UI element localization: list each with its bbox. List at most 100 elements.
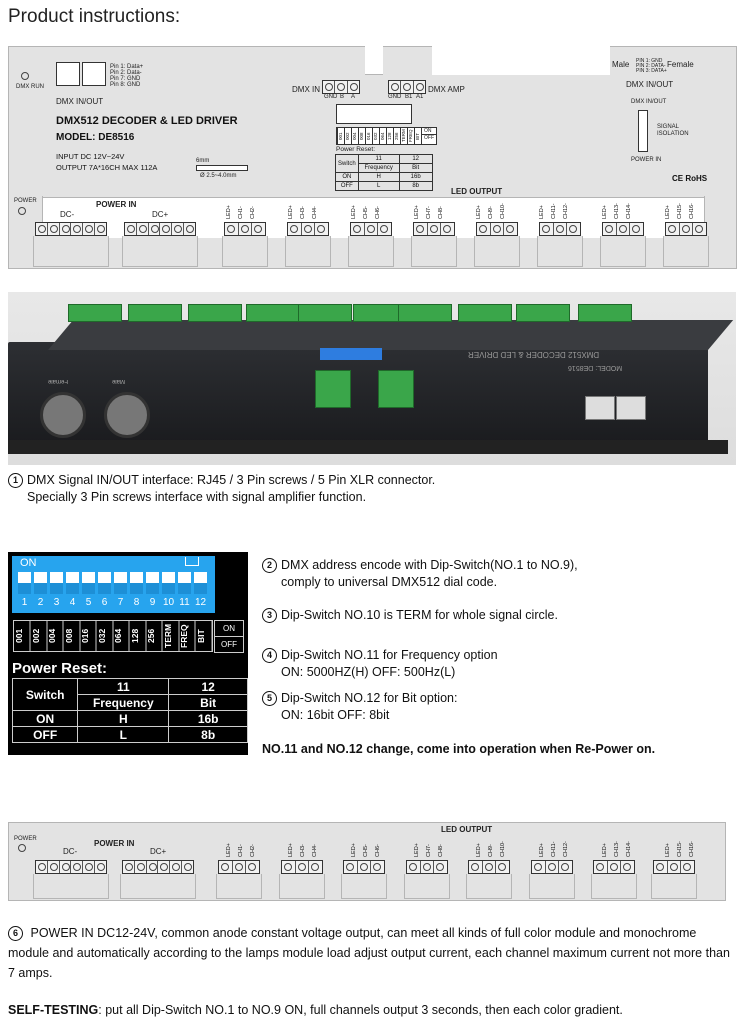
pin-label: B1 (405, 94, 413, 100)
terminal-block (287, 222, 329, 236)
note-number: 3 (262, 608, 277, 623)
channel-label: CH16- (689, 841, 695, 857)
bottom-dc-plus: DC+ (150, 847, 167, 856)
channel-label: CH10- (500, 841, 506, 857)
note-text: Dip-Switch NO.12 for Bit option: (281, 691, 458, 705)
bottom-led-output: LED OUTPUT (441, 825, 493, 834)
dip-number: 9 (149, 597, 156, 608)
note-text: comply to universal DMX512 dial code. (281, 575, 498, 589)
terminal-block (224, 222, 266, 236)
note-line: ON: 5000HZ(H) OFF: 500Hz(L) (262, 664, 498, 681)
channel-label: LED+ (602, 843, 608, 857)
dip-switch-toggle (82, 572, 95, 594)
channel-label: CH13- (614, 203, 620, 219)
dip-code-cell: 032 (372, 128, 379, 144)
dip-code-cell: TERM (400, 128, 407, 144)
dip-photo-off-label: OFF (221, 640, 237, 649)
channel-label: LED+ (665, 843, 671, 857)
pin-legend: Pin 1: Data+ (110, 64, 144, 70)
dip-code: BIT (195, 621, 212, 651)
power-label: POWER (14, 198, 37, 204)
pin-label: B (340, 94, 345, 100)
dip-switch-toggle (66, 572, 79, 594)
channel-label: LED+ (476, 843, 482, 857)
note-text: DMX address encode with Dip-Switch(NO.1 … (281, 558, 578, 572)
channel-label: CH1- (238, 206, 244, 219)
dip-code: 256 (146, 621, 163, 651)
channel-label: LED+ (226, 843, 232, 857)
dmx-run-label: DMX RUN (16, 84, 44, 90)
terminal-block (122, 860, 194, 874)
terminal-block (413, 222, 455, 236)
note-text: ON: 5000HZ(H) OFF: 500Hz(L) (281, 665, 456, 679)
cell: 12 (168, 678, 248, 695)
channel-label: CH9- (488, 844, 494, 857)
cell: Bit (398, 163, 433, 173)
power-in-label: POWER IN (96, 200, 137, 209)
male-label: Male (612, 60, 630, 69)
note-text: POWER IN DC12-24V, common anode constant… (8, 926, 730, 980)
green-terminal (298, 304, 352, 322)
cell: ON (11, 710, 79, 727)
dip-code: 002 (30, 621, 47, 651)
terminal-block (124, 222, 196, 236)
bold-note: NO.11 and NO.12 change, come into operat… (262, 742, 656, 756)
channel-label: LED+ (665, 205, 671, 219)
green-terminal (128, 304, 182, 322)
power-in-right-label: POWER IN (631, 157, 662, 163)
dip-switch-toggle (50, 572, 63, 594)
note-text: ON: 16bit OFF: 8bit (281, 708, 390, 722)
cell: L (357, 181, 400, 191)
led-output-label: LED OUTPUT (451, 187, 503, 196)
cell: 8b (168, 726, 248, 743)
dip-switch-toggle (178, 572, 191, 594)
channel-label: CH5- (363, 844, 369, 857)
cell: 12 (398, 154, 433, 164)
cell: OFF (335, 181, 359, 191)
bottom-dc-minus: DC- (63, 847, 78, 856)
dip-code: 064 (113, 621, 130, 651)
green-terminal (246, 304, 300, 322)
channel-label: LED+ (351, 205, 357, 219)
dip-on-label: ON (422, 128, 436, 135)
terminal-block (406, 860, 448, 874)
cell: Switch (335, 154, 359, 173)
pin-legend: Pin 2: Data- (110, 70, 142, 76)
channel-label: CH8- (438, 844, 444, 857)
dip-switch-toggle (194, 572, 207, 594)
dip-switch-toggle (146, 572, 159, 594)
channel-label: CH1- (238, 844, 244, 857)
device-photo-model: MODEL: DE8516 (568, 364, 623, 371)
cell: H (77, 710, 170, 727)
dmx-in-out-sub-label: DMX IN/OUT (631, 99, 667, 105)
dip-code-cell: 002 (344, 128, 351, 144)
ce-rohs-mark: CE RoHS (672, 174, 708, 183)
terminal-block (343, 860, 385, 874)
channel-label: CH9- (488, 206, 494, 219)
channel-label: CH5- (363, 206, 369, 219)
dip-code: TERM (162, 621, 179, 651)
dip-switch-toggle (130, 572, 143, 594)
green-terminal (578, 304, 632, 322)
note-number: 1 (8, 473, 23, 488)
bottom-power-label: POWER (14, 836, 37, 842)
channel-label: CH12- (563, 203, 569, 219)
dmx-in-out-right-label: DMX IN/OUT (626, 80, 674, 89)
channel-label: CH12- (563, 841, 569, 857)
dip-switch-toggle (162, 572, 175, 594)
terminal-block (539, 222, 581, 236)
bottom-power-in-label: POWER IN (94, 839, 135, 848)
dip-code-cell: 128 (386, 128, 393, 144)
channel-label: LED+ (476, 205, 482, 219)
wire-length: 6mm (196, 158, 210, 164)
dip-code-cell: 064 (379, 128, 386, 144)
channel-label: CH7- (426, 206, 432, 219)
pin-label: A1 (416, 94, 424, 100)
note-line: comply to universal DMX512 dial code. (262, 574, 578, 591)
dip-code: 128 (129, 621, 146, 651)
